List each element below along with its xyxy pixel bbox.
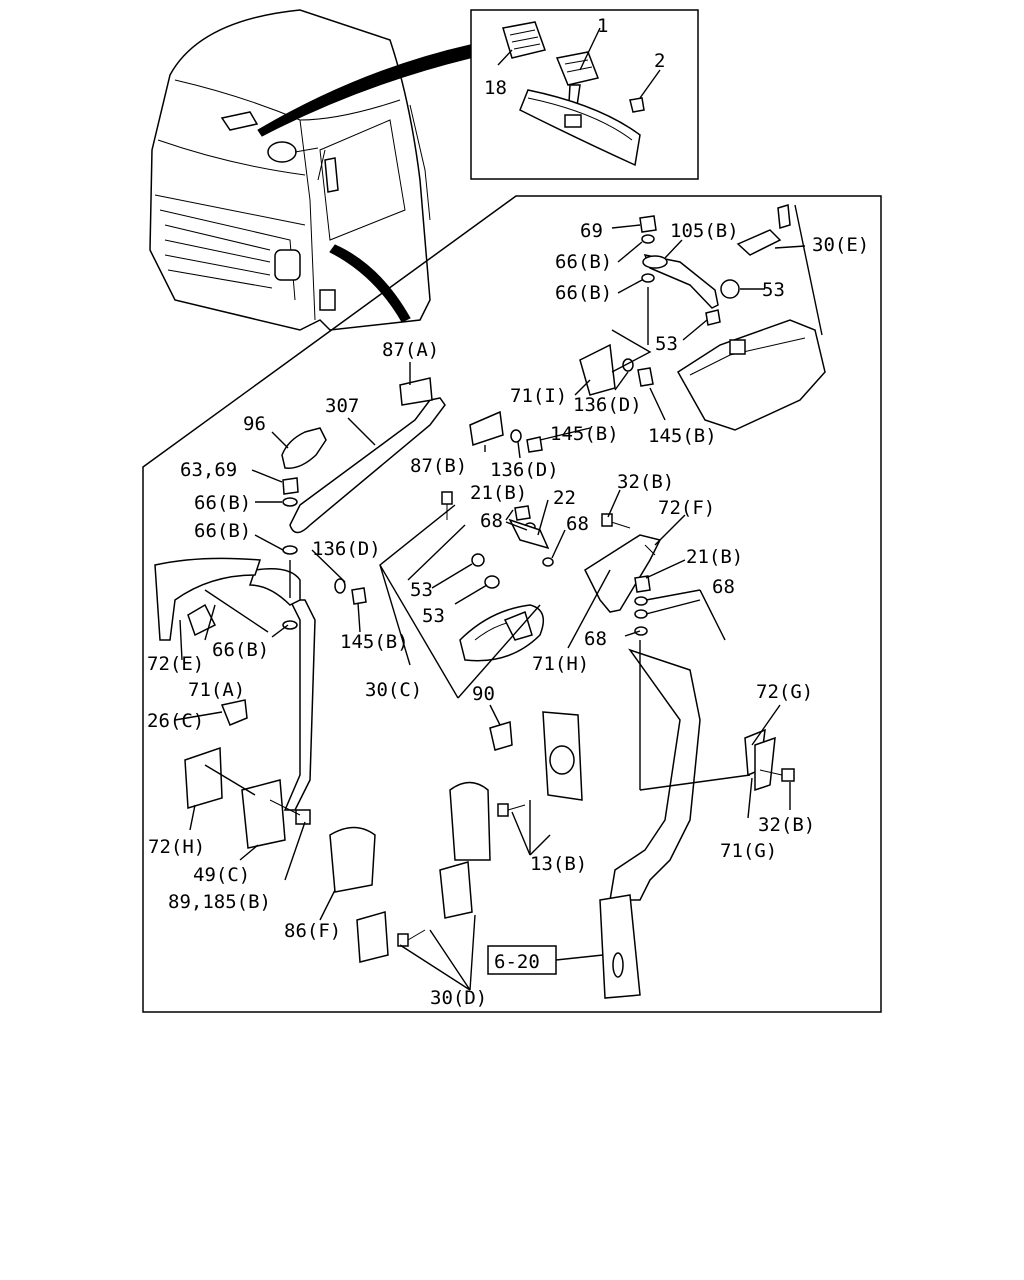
reference-box [487,945,557,975]
label-87b: 87(B) [410,455,467,477]
label-49c: 49(C) [193,864,250,886]
label-22: 22 [553,487,576,509]
lamp-bulb-icon [220,427,545,726]
label-32b-b: 32(B) [758,814,815,836]
label-69: 69 [580,220,603,242]
label-53-c: 53 [410,579,433,601]
label-30e: 30(E) [812,234,869,256]
label-145b-c: 145(B) [340,631,409,653]
washer-icon [282,234,740,636]
label-71g: 71(G) [720,840,777,862]
label-26c: 26(C) [147,710,204,732]
label-6-20: 6-20 [494,951,540,973]
label-32b-a: 32(B) [617,471,674,493]
label-66b-a: 66(B) [555,251,612,273]
label-68-d: 68 [584,628,607,650]
label-136d-c: 136(D) [312,538,381,560]
mirror-stay-icon [248,253,719,901]
label-145b-a: 145(B) [550,423,619,445]
label-89-185b: 89,185(B) [168,891,271,913]
truck-cab-icon [149,9,471,331]
label-136d-b: 136(D) [490,459,559,481]
rear-view-mirror-icon [502,21,645,167]
label-68-c: 68 [712,576,735,598]
label-21b-a: 21(B) [470,482,527,504]
label-30d: 30(D) [430,987,487,1009]
label-30c: 30(C) [365,679,422,701]
label-66b-d: 66(B) [194,520,251,542]
label-63-69: 63,69 [180,459,237,481]
label-53-a: 53 [762,279,785,301]
label-13b: 13(B) [530,853,587,875]
part-labels: 1 2 18 69 105(B) 30(E) 66(B) 53 66(B) 53… [147,15,869,1009]
label-21b-b: 21(B) [686,546,743,568]
label-86f: 86(F) [284,920,341,942]
label-66b-e: 66(B) [212,639,269,661]
label-1: 1 [597,15,608,37]
label-87a: 87(A) [382,339,439,361]
label-71h: 71(H) [532,653,589,675]
label-18: 18 [484,77,507,99]
label-96: 96 [243,413,266,435]
label-145b-b: 145(B) [648,425,717,447]
label-68-a: 68 [480,510,503,532]
label-136d-a: 136(D) [573,394,642,416]
label-90: 90 [472,683,495,705]
label-68-b: 68 [566,513,589,535]
label-72g: 72(G) [756,681,813,703]
bracket-icon [154,343,776,999]
label-72e: 72(E) [147,653,204,675]
label-71i: 71(I) [510,385,567,407]
label-66b-b: 66(B) [555,282,612,304]
label-72h: 72(H) [148,836,205,858]
label-2: 2 [654,50,665,72]
side-mirror-icon [676,204,826,431]
label-105b: 105(B) [670,220,739,242]
leader-lines [174,27,823,991]
label-53-d: 53 [422,605,445,627]
label-72f: 72(F) [658,497,715,519]
label-71a: 71(A) [188,679,245,701]
label-307: 307 [325,395,359,417]
label-53-b: 53 [655,333,678,355]
label-66b-c: 66(B) [194,492,251,514]
inset-frame [470,9,699,180]
detail-frame [142,195,882,1013]
nut-icon [282,215,721,605]
